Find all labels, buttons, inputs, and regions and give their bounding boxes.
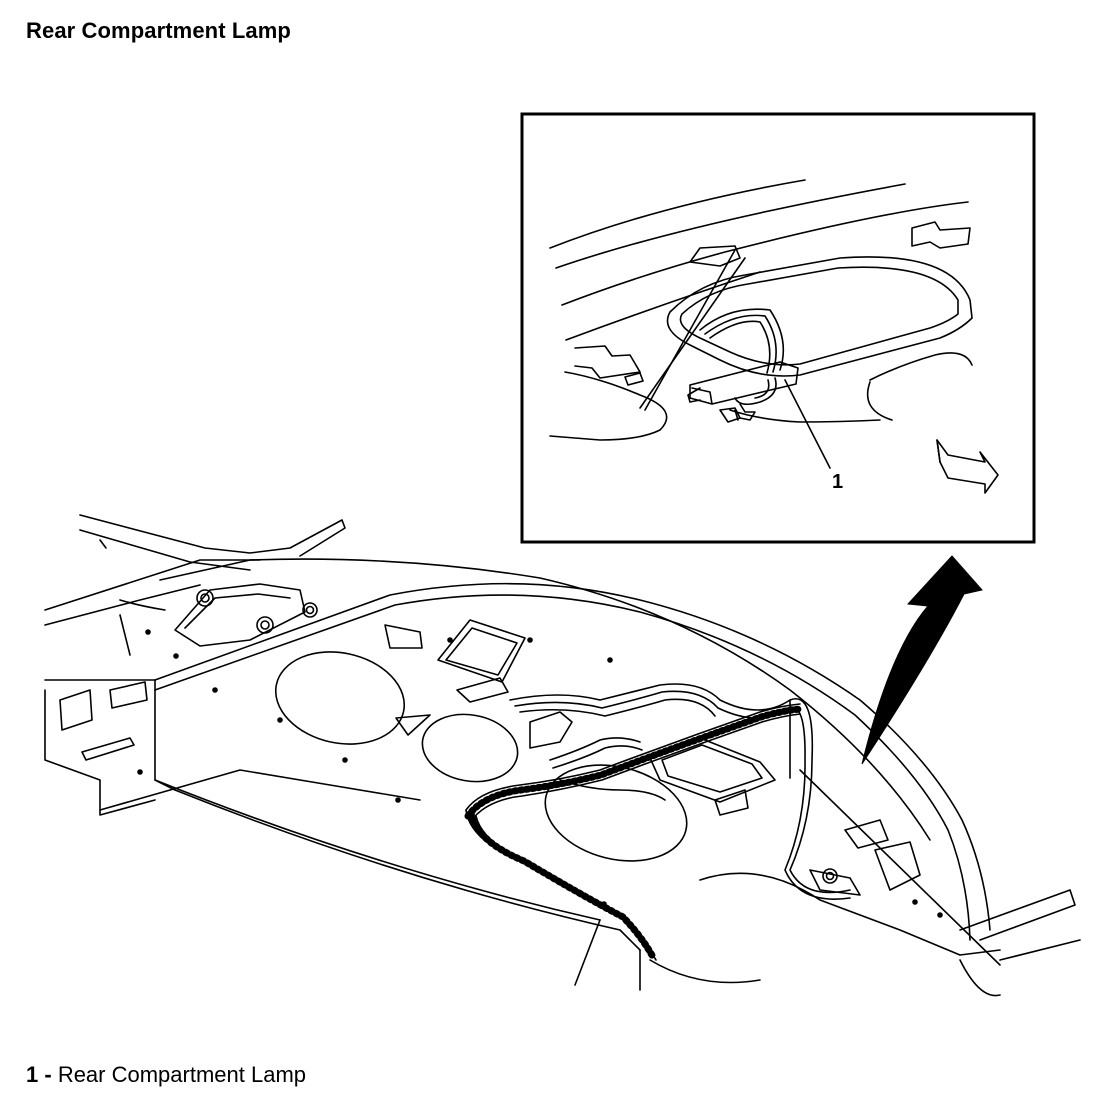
leader-line bbox=[639, 257, 746, 409]
inset-panel-edge bbox=[549, 179, 806, 249]
wire-harness bbox=[704, 314, 777, 373]
hinge-bracket bbox=[174, 583, 306, 647]
inset-left-square bbox=[624, 372, 644, 386]
speaker-opening-left bbox=[274, 651, 406, 745]
wire-harness bbox=[734, 377, 777, 406]
shelf-bottom bbox=[649, 959, 761, 984]
shelf-top-edge bbox=[154, 594, 971, 941]
shelf-wire-harness bbox=[552, 745, 643, 769]
shelf-bracket bbox=[844, 819, 889, 849]
fastener bbox=[196, 589, 214, 607]
lamp-opening-outer bbox=[666, 256, 973, 377]
seal-strip bbox=[469, 713, 801, 823]
inset-panel-edge bbox=[555, 183, 906, 269]
lower-right-bracket bbox=[699, 872, 1001, 956]
view-arrow bbox=[936, 439, 999, 494]
shelf-bracket bbox=[874, 841, 921, 891]
shelf-opening-upper bbox=[445, 627, 518, 676]
fastener bbox=[256, 616, 274, 634]
lamp-tab bbox=[739, 403, 756, 421]
shelf-left-slot bbox=[109, 681, 148, 709]
fastener bbox=[825, 871, 835, 881]
callout-1-number: 1 bbox=[832, 471, 843, 493]
inset-clip-slot bbox=[911, 221, 971, 249]
panel-holes bbox=[137, 629, 943, 918]
shelf-front-face bbox=[154, 779, 601, 921]
shelf-wire-harness bbox=[509, 683, 851, 894]
upper-left-bracket bbox=[44, 559, 261, 611]
inset-clip-bottom bbox=[719, 407, 741, 423]
quarter-panel bbox=[99, 539, 107, 549]
page-title: Rear Compartment Lamp bbox=[26, 18, 291, 43]
lower-right-bracket bbox=[959, 959, 1001, 997]
rear-shelf-assembly bbox=[44, 514, 1081, 997]
seal-strip bbox=[465, 703, 801, 811]
legend-separator: - bbox=[38, 1062, 58, 1087]
inset-right-edge bbox=[869, 352, 973, 381]
shelf-left-slot bbox=[59, 689, 93, 731]
shelf-top-edge bbox=[154, 582, 991, 931]
shelf-bracket bbox=[714, 789, 749, 816]
speaker-opening-center bbox=[421, 713, 519, 783]
shelf-bracket bbox=[456, 677, 509, 703]
shelf-rear-edge bbox=[159, 558, 931, 841]
legend-number: 1 bbox=[26, 1062, 39, 1087]
lamp-opening-inner bbox=[679, 266, 959, 366]
legend: 1 - Rear Compartment Lamp bbox=[26, 1062, 306, 1088]
fastener bbox=[822, 868, 838, 884]
shelf-wire-harness bbox=[549, 737, 641, 761]
lamp-connector bbox=[687, 387, 701, 403]
shelf-rear-panel bbox=[119, 614, 131, 656]
shelf-left-side bbox=[154, 679, 176, 791]
quarter-panel bbox=[79, 529, 251, 571]
lower-left-rail bbox=[99, 769, 421, 811]
fastener bbox=[260, 620, 270, 630]
view-arrow-side bbox=[936, 439, 941, 463]
lower-right-rail bbox=[999, 939, 1081, 961]
detail-inset: 1 bbox=[520, 112, 1036, 544]
leader-line bbox=[799, 769, 1001, 966]
shelf-left-slot bbox=[81, 737, 135, 761]
wire-harness bbox=[754, 379, 770, 399]
shelf-wire-harness bbox=[514, 690, 851, 900]
callout-1-leader bbox=[784, 379, 831, 469]
shelf-left-side bbox=[44, 689, 156, 816]
fastener bbox=[302, 602, 318, 618]
shelf-lamp-opening bbox=[661, 744, 763, 793]
seal-strip-hatching bbox=[464, 705, 804, 820]
hinge-bracket bbox=[184, 593, 291, 629]
leader-line bbox=[644, 249, 736, 411]
quarter-panel bbox=[79, 514, 346, 557]
inset-lower-edge bbox=[729, 409, 881, 423]
shelf-rear-panel bbox=[119, 599, 166, 611]
shelf-bracket bbox=[384, 624, 423, 649]
inset-clip-top bbox=[689, 245, 741, 267]
inset-panel-edge bbox=[561, 201, 969, 306]
shelf-opening-upper bbox=[437, 619, 526, 683]
shelf-wire-harness bbox=[519, 698, 716, 717]
inset-panel-edge bbox=[565, 271, 761, 341]
shelf-lamp bbox=[529, 711, 573, 749]
legend-label: Rear Compartment Lamp bbox=[57, 1062, 307, 1087]
speaker-opening-left-tab bbox=[395, 714, 431, 736]
wire-harness bbox=[709, 320, 771, 374]
inset-right-edge bbox=[866, 381, 893, 421]
fastener bbox=[200, 593, 210, 603]
upper-left-bracket bbox=[44, 584, 201, 626]
seal-strip-hatching bbox=[467, 809, 657, 961]
shelf-bottom bbox=[574, 919, 601, 986]
inset-left-edge bbox=[549, 371, 668, 441]
inset-left-slot bbox=[574, 345, 641, 379]
fastener bbox=[305, 605, 315, 615]
lower-right-rail bbox=[959, 889, 1076, 941]
detail-pointer-arrow bbox=[861, 555, 983, 765]
shelf-front-face bbox=[174, 789, 641, 951]
wire-harness bbox=[699, 308, 785, 371]
lamp-body bbox=[689, 361, 799, 405]
